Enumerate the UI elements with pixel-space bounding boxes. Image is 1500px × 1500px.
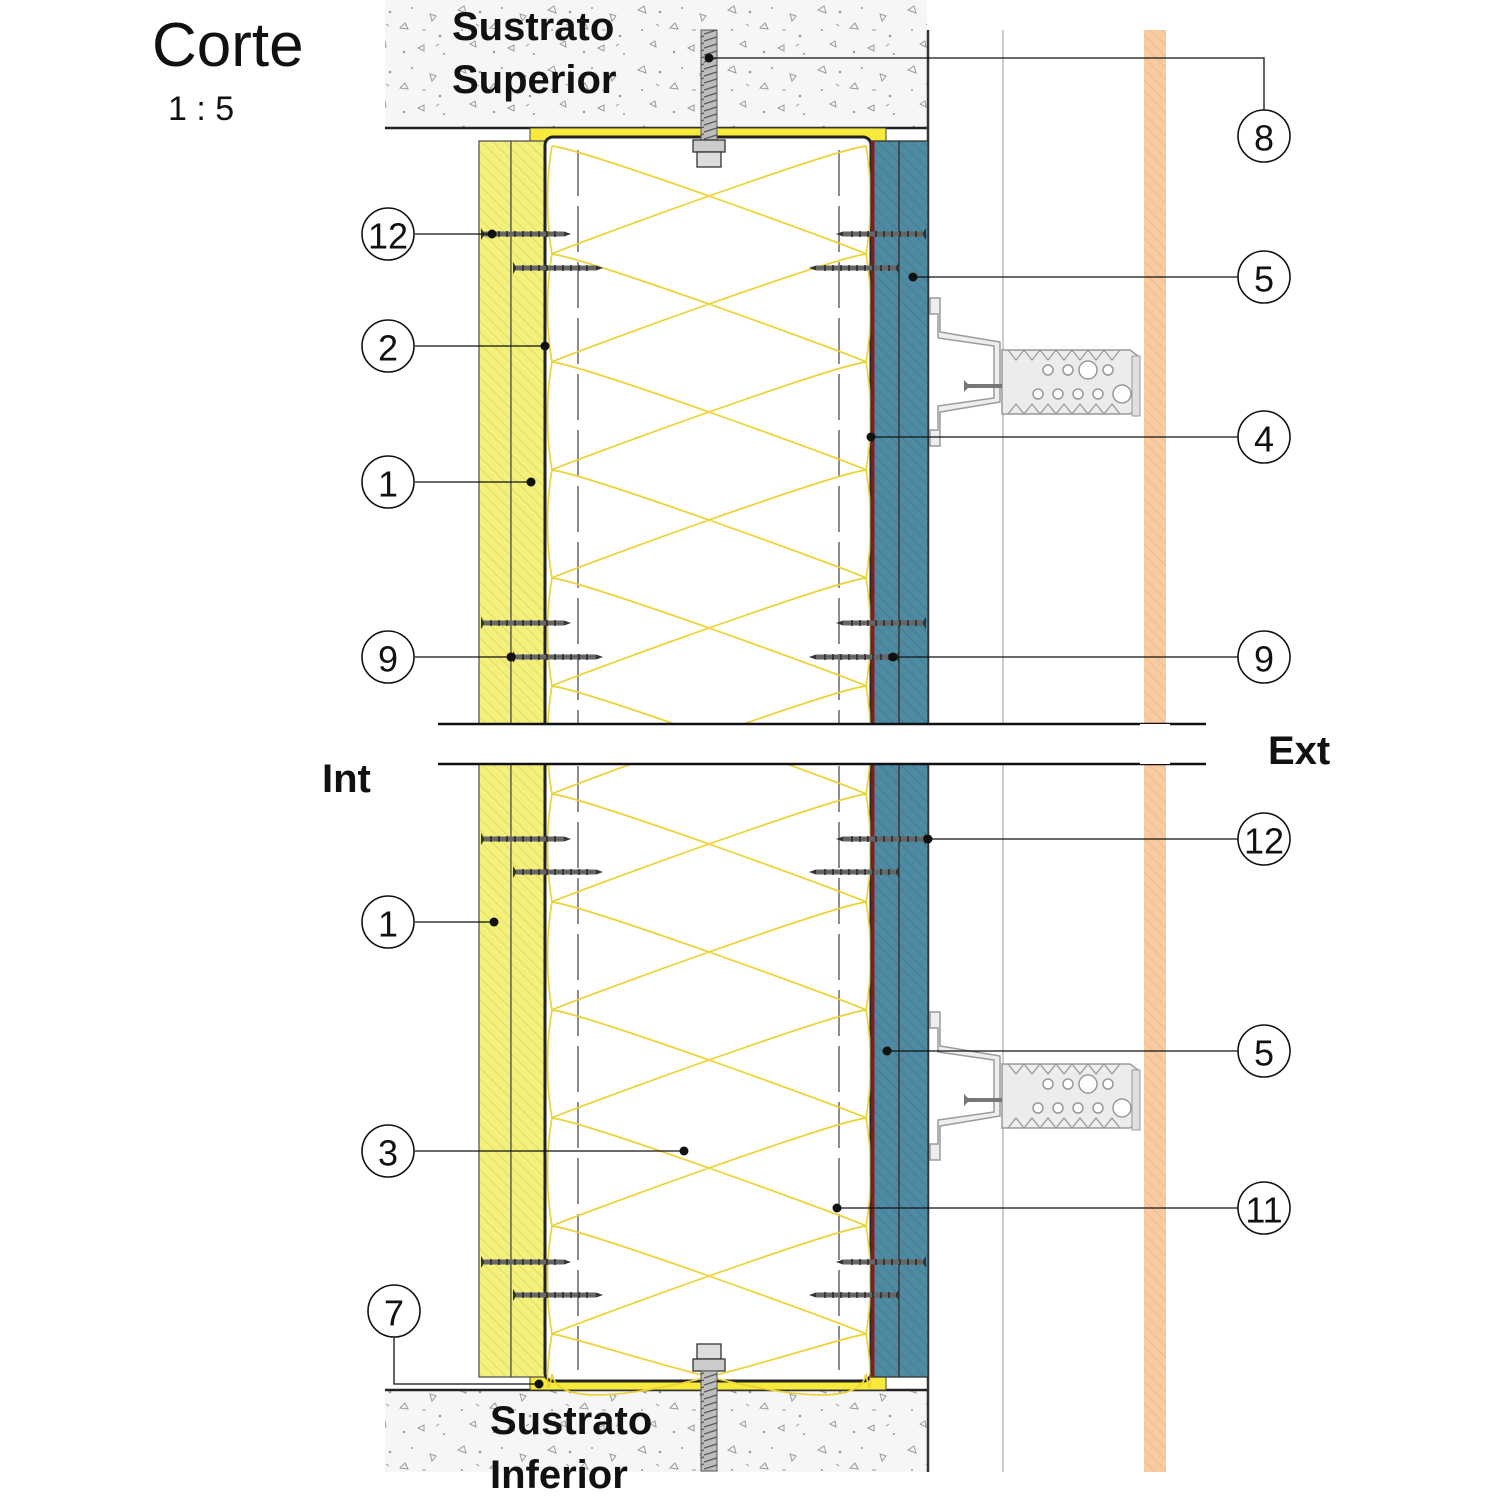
callout-left-2: 2 xyxy=(361,319,415,373)
callout-right-12: 12 xyxy=(1237,812,1291,866)
callout-right-8: 8 xyxy=(1237,109,1291,163)
substrate-bottom-label-line2: Inferior xyxy=(490,1453,628,1497)
svg-text:5: 5 xyxy=(1254,259,1274,300)
svg-text:9: 9 xyxy=(1254,639,1274,680)
callout-left-1a: 1 xyxy=(361,455,415,509)
svg-text:7: 7 xyxy=(384,1293,404,1334)
callout-left-9: 9 xyxy=(361,630,415,684)
callout-left-3: 3 xyxy=(361,1124,415,1178)
svg-text:2: 2 xyxy=(378,328,398,369)
interior-label: Int xyxy=(322,757,371,801)
anchor-bolt-bottom xyxy=(692,1343,726,1472)
cladding-bracket-bottom xyxy=(928,1010,1142,1162)
substrate-top xyxy=(385,0,927,128)
callout-left-7: 7 xyxy=(367,1284,421,1338)
substrate-top-label-line2: Superior xyxy=(452,58,616,102)
exterior-label: Ext xyxy=(1268,729,1330,773)
svg-text:5: 5 xyxy=(1254,1033,1274,1074)
cladding-bracket-top xyxy=(928,296,1142,448)
svg-text:8: 8 xyxy=(1254,118,1274,159)
drawing-title: Corte xyxy=(152,11,304,80)
svg-text:1: 1 xyxy=(378,464,398,505)
svg-text:9: 9 xyxy=(378,639,398,680)
substrate-bottom xyxy=(385,1390,927,1472)
leader-dots xyxy=(487,53,933,1389)
substrate-top-label-line1: Sustrato xyxy=(452,5,614,49)
svg-text:3: 3 xyxy=(378,1133,398,1174)
callout-right-5b: 5 xyxy=(1237,1024,1291,1078)
svg-text:11: 11 xyxy=(1245,1190,1282,1231)
svg-text:12: 12 xyxy=(1244,821,1284,862)
svg-text:4: 4 xyxy=(1254,419,1274,460)
drawing-scale: 1 : 5 xyxy=(168,90,234,128)
svg-text:12: 12 xyxy=(368,216,408,257)
callout-left-1b: 1 xyxy=(361,895,415,949)
callout-right-4: 4 xyxy=(1237,410,1291,464)
leader-lines xyxy=(393,57,1265,1385)
callout-right-5a: 5 xyxy=(1237,250,1291,304)
substrate-bottom-label-line1: Sustrato xyxy=(490,1399,652,1443)
callout-right-11: 11 xyxy=(1237,1181,1291,1235)
callout-right-9: 9 xyxy=(1237,630,1291,684)
callout-left-12: 12 xyxy=(361,207,415,261)
svg-text:1: 1 xyxy=(378,904,398,945)
